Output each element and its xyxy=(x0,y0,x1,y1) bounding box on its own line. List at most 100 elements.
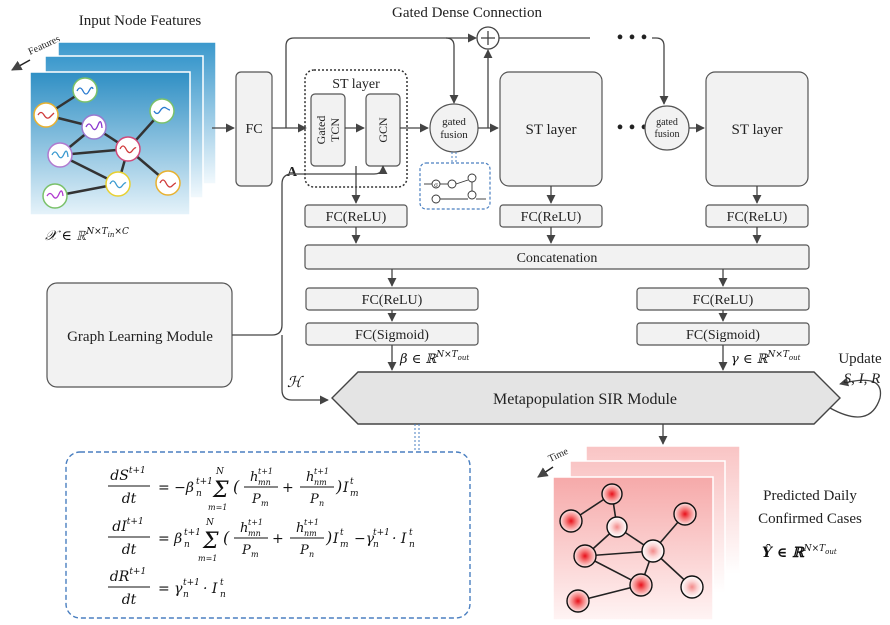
svg-text:n: n xyxy=(196,489,202,499)
svg-text:P: P xyxy=(309,492,319,507)
svg-text:m: m xyxy=(261,499,269,508)
svg-text:t: t xyxy=(340,528,344,538)
svg-text:t+1: t+1 xyxy=(373,528,390,538)
svg-text:ST layer: ST layer xyxy=(732,122,783,138)
svg-text:): ) xyxy=(335,477,342,496)
graph-learning-module: Graph Learning Module ℋ xyxy=(46,165,388,405)
svg-text:h: h xyxy=(296,521,304,536)
update-vars: S, I, R xyxy=(844,371,881,387)
svg-text:Σ: Σ xyxy=(202,529,219,554)
sir-module: Metapopulation SIR Module Update S, I, R xyxy=(331,351,882,452)
gated-tcn-label-1: Gated xyxy=(314,116,328,145)
svg-text:m=1: m=1 xyxy=(208,503,227,512)
output-predictions: Time Predicted Daily xyxy=(537,445,862,621)
input-math: 𝒳 ∈ ℝN×Tin×C xyxy=(45,227,129,244)
features-axis-arrow xyxy=(11,59,31,71)
svg-text:t: t xyxy=(409,528,413,538)
svg-text:P: P xyxy=(251,492,261,507)
gamma-label: γ ∈ ℝN×Tout xyxy=(731,350,801,367)
beta-head: FC(ReLU) FC(Sigmoid) β ∈ ℝN×Tout xyxy=(305,287,479,371)
svg-text:m: m xyxy=(350,489,359,499)
features-axis-label: Features xyxy=(27,33,62,57)
svg-text:mn: mn xyxy=(258,478,271,487)
fc-relu-2: FC(ReLU) xyxy=(521,210,582,225)
gated-fusion-2: gated fusion xyxy=(644,105,705,151)
sir-equations: dSt+1 dt = −β n t+1 Σ N m=1 ( h t+1 mn P… xyxy=(65,451,471,619)
svg-text:fusion: fusion xyxy=(655,129,680,140)
svg-text:ST layer: ST layer xyxy=(526,122,577,138)
st-layer-3: ST layer xyxy=(705,71,809,187)
svg-text:+: + xyxy=(272,531,284,547)
svg-text:n: n xyxy=(373,540,379,550)
svg-text:P: P xyxy=(241,543,251,558)
svg-text:dIt+1: dIt+1 xyxy=(112,517,143,535)
svg-text:I: I xyxy=(342,480,349,496)
gated-dense-connection: Gated Dense Connection • • • xyxy=(285,5,669,128)
svg-text:FC(Sigmoid): FC(Sigmoid) xyxy=(355,328,429,343)
svg-text:N: N xyxy=(215,467,225,477)
gated-dense-label: Gated Dense Connection xyxy=(392,5,542,21)
gamma-head: FC(ReLU) FC(Sigmoid) γ ∈ ℝN×Tout xyxy=(636,287,810,371)
output-title-2: Confirmed Cases xyxy=(758,511,862,527)
svg-text:(: ( xyxy=(223,528,230,547)
svg-text:(: ( xyxy=(233,477,240,496)
svg-text:mn: mn xyxy=(248,529,261,538)
svg-text:FC(Sigmoid): FC(Sigmoid) xyxy=(686,328,760,343)
svg-text:n: n xyxy=(183,590,189,600)
svg-text:m=1: m=1 xyxy=(198,554,217,563)
svg-text:fusion: fusion xyxy=(440,129,468,141)
svg-text:h: h xyxy=(250,470,258,485)
svg-text:· I: · I xyxy=(203,581,218,597)
svg-text:t+1: t+1 xyxy=(258,467,273,476)
svg-text:dRt+1: dRt+1 xyxy=(110,567,146,585)
svg-text:t+1: t+1 xyxy=(314,467,329,476)
concatenation-label: Concatenation xyxy=(517,251,598,266)
fusion-sigma: σ xyxy=(434,181,438,189)
output-math: Ŷ ∈ ℝN×Tout xyxy=(762,543,837,561)
svg-text:n: n xyxy=(319,499,324,508)
svg-text:dSt+1: dSt+1 xyxy=(110,466,145,484)
graph-learning-label: Graph Learning Module xyxy=(67,329,213,345)
fc-label: FC xyxy=(245,122,262,137)
svg-text:−γ: −γ xyxy=(354,531,375,547)
svg-text:= −β: = −β xyxy=(158,480,194,496)
update-label: Update xyxy=(838,351,882,367)
svg-text:t+1: t+1 xyxy=(184,528,201,538)
svg-text:t+1: t+1 xyxy=(183,578,200,588)
svg-text:nm: nm xyxy=(314,478,327,487)
st-layer-detailed: ST layer Gated TCN GCN A xyxy=(287,69,429,188)
svg-text:gated: gated xyxy=(442,116,466,128)
time-axis-label: Time xyxy=(547,446,571,465)
svg-text:gated: gated xyxy=(656,117,678,128)
svg-text:h: h xyxy=(306,470,314,485)
svg-text:n: n xyxy=(409,540,415,550)
svg-text:t+1: t+1 xyxy=(196,477,213,487)
st-layer-detailed-label: ST layer xyxy=(332,77,380,92)
ellipsis-middle: • • • xyxy=(616,117,647,139)
h-label: ℋ xyxy=(287,373,304,391)
svg-text:= β: = β xyxy=(158,531,182,547)
svg-text:FC(ReLU): FC(ReLU) xyxy=(693,293,754,308)
svg-text:+: + xyxy=(282,480,294,496)
output-title-1: Predicted Daily xyxy=(763,488,857,504)
fc-relu-row: FC(ReLU) FC(ReLU) FC(ReLU) xyxy=(304,166,809,244)
fc-relu-3: FC(ReLU) xyxy=(727,210,788,225)
ellipsis-top: • • • xyxy=(616,27,647,49)
gated-tcn-label-2: TCN xyxy=(328,118,342,142)
beta-label: β ∈ ℝN×Tout xyxy=(399,350,469,367)
svg-text:FC(ReLU): FC(ReLU) xyxy=(362,293,423,308)
input-title: Input Node Features xyxy=(79,13,202,29)
gcn-label: GCN xyxy=(376,117,390,143)
svg-text:= γ: = γ xyxy=(158,581,183,597)
svg-text:h: h xyxy=(240,521,248,536)
svg-text:n: n xyxy=(309,550,314,559)
svg-text:nm: nm xyxy=(304,529,317,538)
svg-text:Σ: Σ xyxy=(212,478,229,503)
svg-text:n: n xyxy=(184,540,190,550)
svg-text:dt: dt xyxy=(122,542,137,558)
concatenation: Concatenation xyxy=(304,244,810,287)
input-graph-nodes xyxy=(33,77,181,209)
sir-module-label: Metapopulation SIR Module xyxy=(493,391,677,408)
